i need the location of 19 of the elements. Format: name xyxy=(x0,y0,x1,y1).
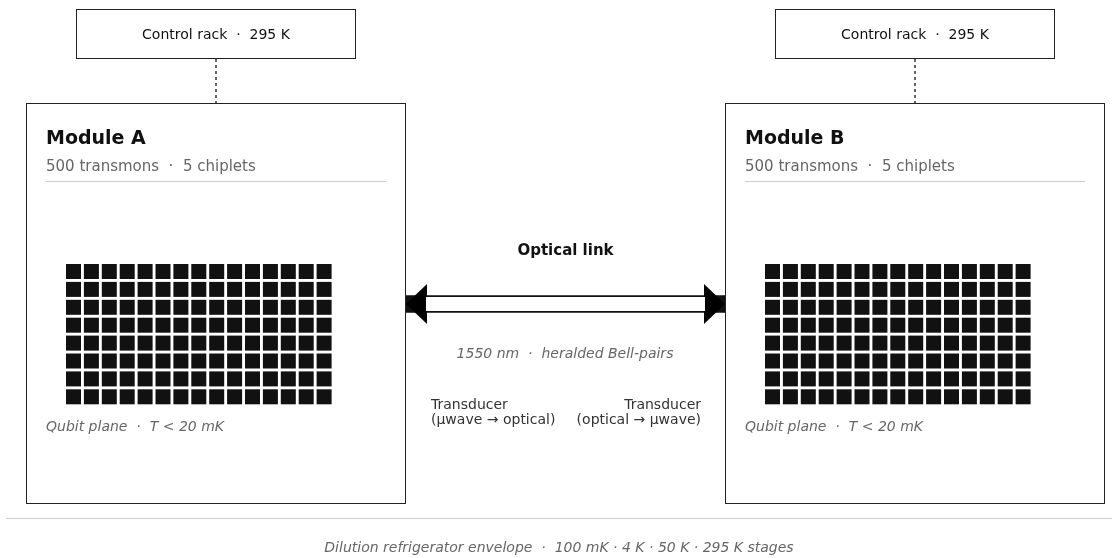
double-arrow xyxy=(406,284,725,324)
box-label: Control rack · 295 K xyxy=(142,26,290,42)
module-subtitle: 500 transmons · 5 chiplets xyxy=(745,157,955,175)
transducer-label: Transducer (optical → µwave) xyxy=(575,397,701,428)
box-label: Control rack · 295 K xyxy=(841,26,989,42)
module-title: Module B xyxy=(745,126,845,148)
link-note: 1550 nm · heralded Bell-pairs xyxy=(455,346,675,362)
caption: Dilution refrigerator envelope · 100 mK · 4 K · 50 K · 295 K stages xyxy=(323,539,795,555)
dashed-connector xyxy=(914,58,916,104)
control-rack-box xyxy=(775,9,1055,59)
dashed-connector xyxy=(215,58,217,104)
module-box xyxy=(26,103,406,504)
module-box xyxy=(725,103,1105,504)
transducer-label: Transducer (µwave → optical) xyxy=(431,397,557,428)
qubit-plane-label: Qubit plane · T < 20 mK xyxy=(46,418,224,434)
qubit-plane-label: Qubit plane · T < 20 mK xyxy=(745,418,923,434)
module-subtitle: 500 transmons · 5 chiplets xyxy=(46,157,256,175)
control-rack-box xyxy=(76,9,356,59)
module-title: Module A xyxy=(46,126,146,148)
